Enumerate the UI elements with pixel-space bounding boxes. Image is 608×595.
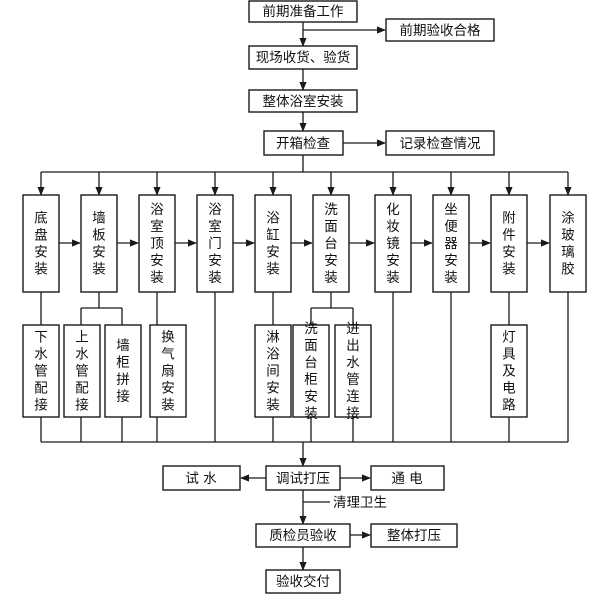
substep-label: 洗面台柜安装: [304, 321, 318, 422]
substep-label: 下水管配接: [34, 330, 48, 414]
substep-label: 灯具及电路: [502, 330, 516, 414]
node-deliver: 验收交付: [265, 569, 341, 594]
step-label: 洗面台安装: [324, 202, 338, 286]
node-receive: 现场收货、验货: [248, 45, 358, 70]
node-unpack-label: 开箱检查: [276, 136, 330, 152]
node-acceptance-ok: 前期验收合格: [385, 18, 495, 42]
node-receive-label: 现场收货、验货: [256, 49, 351, 66]
step-label: 底盘安装: [34, 211, 48, 278]
node-test-water: 试 水: [162, 465, 241, 491]
substep-connectors: [40, 292, 569, 467]
step-label: 附件安装: [502, 211, 516, 278]
step-label: 浴室门安装: [208, 202, 222, 286]
step-label: 浴室顶安装: [150, 202, 164, 286]
node-prep-label: 前期准备工作: [263, 3, 344, 20]
node-record-label: 记录检查情况: [400, 136, 481, 152]
substep-label: 进出水管连接: [346, 321, 360, 422]
step-label: 浴缸安装: [266, 211, 280, 278]
node-qc-label: 质检员验收: [269, 528, 337, 544]
substep-label: 换气扇安装: [161, 330, 175, 414]
node-power-label: 通 电: [391, 471, 422, 487]
substep-label: 上水管配接: [75, 330, 89, 414]
top-chain-connectors: [299, 22, 386, 172]
node-power: 通 电: [370, 465, 445, 491]
clean-label: 清理卫生: [333, 495, 387, 511]
distribution-connectors: [37, 171, 572, 247]
node-debug-label: 调试打压: [276, 470, 330, 487]
step-label: 墙板安装: [92, 211, 106, 278]
node-polish-label: 整体打压: [387, 527, 441, 544]
node-prep: 前期准备工作: [248, 0, 358, 23]
substep-label: 墙柜拼接: [116, 338, 130, 405]
node-qc: 质检员验收: [255, 523, 351, 548]
substep-label: 淋浴间安装: [266, 330, 280, 414]
node-install-all-label: 整体浴室安装: [263, 93, 344, 110]
step-boxes: [22, 194, 587, 293]
node-unpack: 开箱检查: [263, 130, 344, 156]
step-label: 涂玻璃胶: [561, 211, 575, 278]
step-labels: 底盘安装 墙板安装 浴室顶安装 浴室门安装 浴缸安装 洗面台安装 化妆镜安装 坐便器安装 附件安…: [34, 202, 575, 286]
substep-boxes: [22, 324, 528, 418]
node-deliver-label: 验收交付: [276, 573, 330, 590]
bottom-chain-connectors: [240, 474, 371, 571]
step-label: 坐便器安装: [444, 202, 458, 286]
node-test-water-label: 试 水: [185, 471, 217, 487]
node-record: 记录检查情况: [385, 130, 495, 156]
node-debug: 调试打压: [265, 465, 341, 491]
step-label: 化妆镜安装: [386, 202, 400, 286]
node-acceptance-ok-label: 前期验收合格: [400, 22, 481, 39]
substep-labels: 下水管配接 上水管配接 墙柜拼接 换气扇安装 淋浴间安装 洗面台柜安装 进出水管连接 灯具及电…: [34, 321, 516, 422]
node-polish: 整体打压: [370, 523, 458, 548]
node-install-all: 整体浴室安装: [248, 89, 358, 113]
